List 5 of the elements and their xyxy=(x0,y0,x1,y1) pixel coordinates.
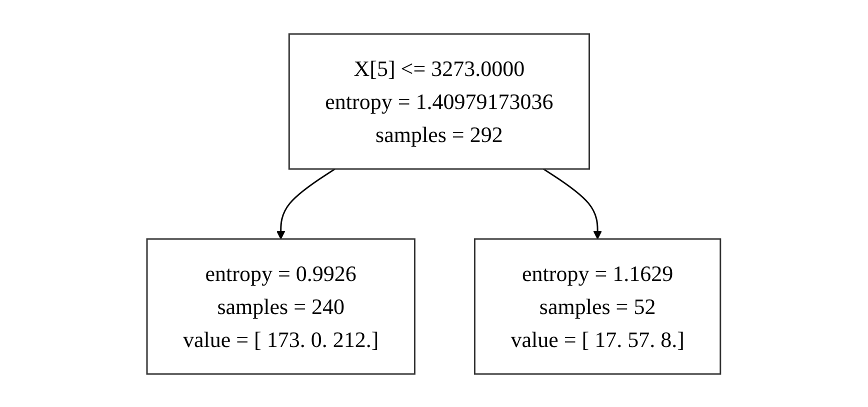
arrow xyxy=(543,168,602,239)
node-box: entropy = 0.9926 samples = 240 value = [ 173. 0. 212.] xyxy=(146,238,416,374)
node-box: entropy = 1.1629 samples = 52 value = [ 17. 57. 8.] xyxy=(474,238,722,374)
node-box: X[5] <= 3273.0000 entropy = 1.40979173036 samples = 292 xyxy=(288,32,590,170)
arrow xyxy=(276,168,336,239)
